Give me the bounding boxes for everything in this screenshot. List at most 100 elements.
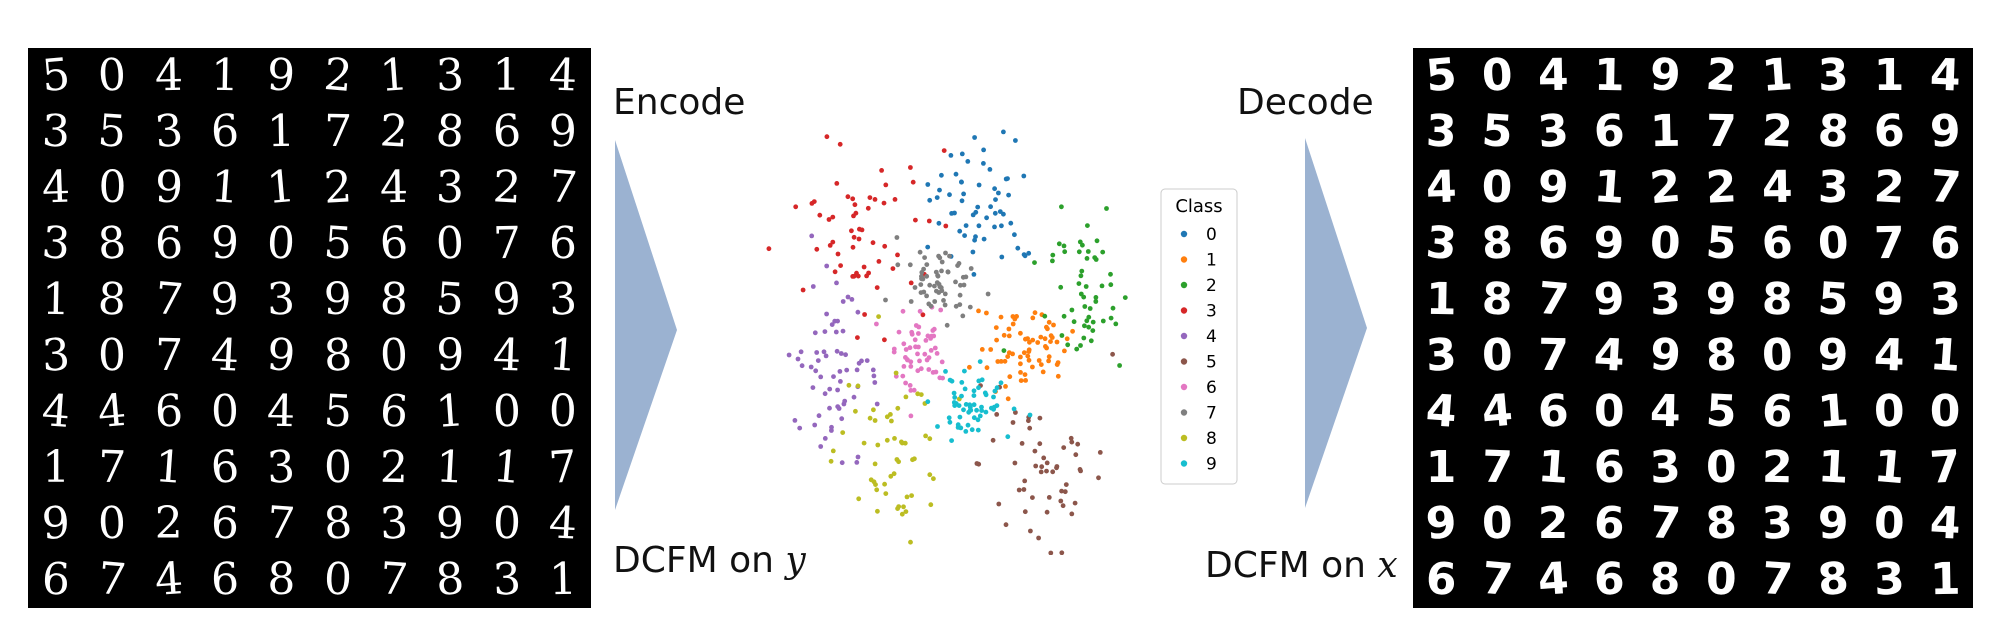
scatter-point-class-3: [852, 202, 858, 208]
input-digit: 4: [491, 329, 522, 382]
scatter-point-class-1: [1036, 358, 1042, 363]
scatter-point-class-5: [1060, 503, 1066, 509]
scatter-point-class-8: [912, 456, 917, 462]
scatter-point-class-4: [855, 454, 861, 460]
output-digit: 1: [1873, 50, 1905, 101]
legend-title: Class: [1175, 196, 1222, 217]
legend-marker-1: [1180, 256, 1188, 263]
scatter-point-class-1: [994, 337, 999, 343]
scatter-point-class-7: [961, 282, 967, 288]
scatter-point-class-1: [1038, 362, 1044, 367]
scatter-point-class-7: [932, 299, 938, 304]
output-digit: 0: [1593, 385, 1625, 438]
scatter-point-class-4: [797, 425, 803, 431]
input-digit: 0: [492, 497, 521, 550]
scatter-point-class-5: [1022, 478, 1028, 484]
scatter-point-class-4: [814, 350, 820, 355]
output-digit: 8: [1479, 216, 1515, 271]
output-digit: 1: [1649, 105, 1681, 158]
scatter-point-class-5: [1016, 487, 1022, 493]
output-digit: 7: [1537, 329, 1569, 382]
scatter-point-class-4: [838, 379, 843, 384]
scatter-point-class-6: [917, 358, 922, 364]
scatter-point-class-8: [888, 473, 894, 479]
input-digit: 0: [210, 385, 240, 438]
output-digit: 1: [1815, 384, 1851, 439]
output-digit: 9: [1591, 272, 1627, 327]
scatter-point-class-4: [809, 233, 815, 239]
scatter-point-class-6: [931, 326, 937, 332]
scatter-point-class-0: [981, 236, 987, 242]
scatter-point-class-7: [924, 273, 930, 279]
output-digit: 0: [1873, 497, 1905, 550]
scatter-point-class-6: [934, 351, 940, 356]
scatter-point-class-1: [1062, 348, 1067, 354]
scatter-point-class-0: [971, 272, 977, 277]
scatter-point-class-5: [1097, 450, 1103, 455]
scatter-point-class-3: [892, 197, 898, 202]
scatter-point-class-1: [1026, 349, 1032, 354]
output-digit: 2: [1704, 161, 1738, 214]
scatter-point-class-7: [944, 322, 950, 328]
scatter-point-class-1: [1021, 350, 1027, 356]
scatter-point-class-7: [894, 235, 900, 240]
input-digit: 6: [209, 105, 241, 158]
scatter-point-class-7: [883, 297, 888, 303]
output-digit: 9: [1705, 274, 1737, 325]
output-digit: 1: [1425, 442, 1457, 493]
scatter-point-class-2: [1093, 295, 1099, 300]
scatter-point-class-1: [1030, 315, 1036, 321]
output-digit: 5: [1479, 104, 1515, 159]
scatter-point-class-9: [946, 415, 952, 421]
legend-marker-0: [1180, 230, 1188, 238]
output-digit: 7: [1759, 552, 1795, 607]
output-digit: 0: [1929, 386, 1961, 437]
scatter-point-class-2: [1083, 284, 1089, 289]
scatter-point-class-0: [961, 191, 966, 197]
input-digit: 0: [323, 441, 353, 494]
latent-scatter-plot: [766, 129, 1128, 555]
scatter-point-class-9: [952, 395, 958, 400]
scatter-point-class-7: [953, 303, 959, 309]
input-digit: 3: [40, 329, 72, 382]
scatter-point-class-2: [1093, 299, 1099, 304]
input-digit: 3: [547, 273, 579, 326]
scatter-point-class-7: [960, 313, 966, 319]
scatter-point-class-5: [1038, 469, 1044, 475]
scatter-point-class-6: [909, 331, 915, 337]
scatter-point-class-5: [1110, 351, 1115, 357]
output-digit: 3: [1872, 553, 1906, 606]
scatter-point-class-7: [942, 291, 948, 297]
scatter-point-class-1: [1026, 357, 1032, 363]
scatter-point-class-3: [874, 285, 880, 290]
scatter-point-class-6: [916, 331, 921, 336]
output-digit: 4: [1928, 49, 1962, 102]
input-digit: 3: [435, 49, 466, 102]
scatter-point-class-2: [1062, 249, 1068, 255]
input-digit: 1: [266, 105, 296, 158]
scatter-point-class-0: [962, 233, 967, 238]
output-digit: 3: [1423, 216, 1459, 271]
input-digit: 6: [153, 385, 185, 438]
scatter-point-class-4: [840, 328, 846, 334]
scatter-point-class-1: [993, 325, 999, 330]
scatter-point-class-4: [849, 297, 855, 302]
output-digit: 1: [1593, 49, 1625, 102]
scatter-point-class-1: [967, 364, 972, 370]
scatter-point-class-3: [832, 269, 838, 275]
scatter-point-class-7: [985, 291, 991, 297]
scatter-point-class-3: [837, 141, 843, 147]
scatter-point-class-7: [936, 253, 941, 259]
scatter-point-class-2: [1078, 291, 1084, 297]
scatter-point-class-9: [976, 378, 982, 384]
scatter-point-class-0: [1022, 253, 1028, 259]
scatter-point-class-7: [924, 293, 929, 299]
scatter-point-class-4: [834, 348, 840, 354]
scatter-point-class-5: [1072, 500, 1078, 506]
scatter-point-class-7: [967, 304, 973, 310]
scatter-point-class-5: [1044, 509, 1050, 515]
scatter-point-class-0: [996, 190, 1001, 196]
input-digit: 2: [154, 498, 183, 549]
scatter-point-class-9: [971, 393, 977, 398]
